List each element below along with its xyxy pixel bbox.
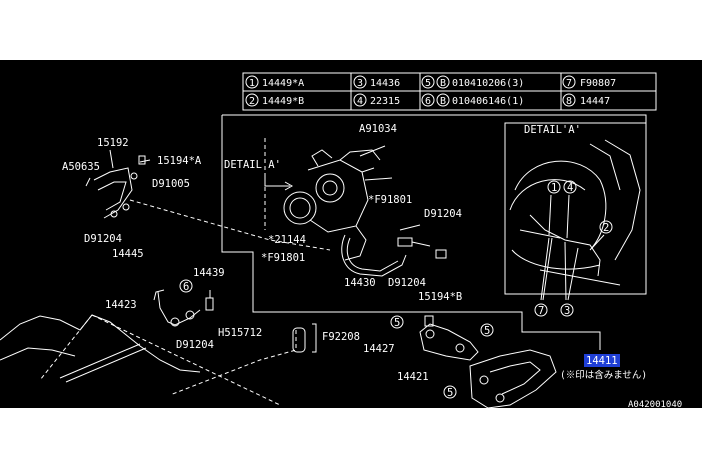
turbocharger-drawing	[283, 145, 393, 261]
callout-7: 7	[538, 305, 544, 317]
callout-3: 3	[564, 305, 570, 317]
part-labels: 15192 A50635 15194*A D91005 D91204 14445…	[62, 123, 682, 408]
legend-num: 4	[357, 96, 363, 107]
union-bolt	[435, 249, 447, 259]
label-d91204: D91204	[84, 233, 122, 245]
label-15194a: 15194*A	[157, 155, 202, 167]
bracket-14421	[469, 349, 557, 408]
label-detail-a-2: DETAIL'A'	[524, 124, 581, 136]
callout-circle	[480, 323, 494, 337]
oil-return-pipe	[59, 343, 141, 379]
label-a50635: A50635	[62, 161, 100, 173]
legend-num: 1	[249, 78, 255, 89]
diagram-svg: 1 14449*A 2 14449*B 3 14436 4 22315 5 B …	[0, 72, 682, 408]
selected-part-highlight[interactable]	[584, 354, 620, 367]
fastener-b-icon: B	[440, 96, 446, 107]
hose-h515712	[292, 327, 306, 353]
callout-5: 5	[447, 387, 453, 399]
hose-bracket	[312, 323, 317, 353]
label-h515712: H515712	[218, 327, 262, 339]
label-14439: 14439	[193, 267, 225, 279]
left-lower-assembly	[153, 289, 214, 327]
legend-num: 3	[357, 78, 363, 89]
label-d91204: D91204	[388, 277, 426, 289]
fastener-b-icon: B	[440, 78, 446, 89]
legend-part: 14449*A	[262, 78, 304, 89]
label-d91204: D91204	[424, 208, 462, 220]
label-d91005: D91005	[152, 178, 190, 190]
legend-part: 14449*B	[262, 96, 304, 107]
legend-num: 7	[566, 78, 572, 89]
leader	[109, 149, 114, 169]
callout-circle	[534, 303, 548, 317]
label-21144: *21144	[268, 234, 306, 246]
legend-table: 1 14449*A 2 14449*B 3 14436 4 22315 5 B …	[242, 72, 657, 111]
detail-a-frame	[504, 122, 647, 295]
label-14421: 14421	[397, 371, 429, 383]
label-f92208: F92208	[322, 331, 360, 343]
legend-num: 5	[425, 78, 431, 89]
left-upper-bracket	[85, 155, 151, 219]
callout-6: 6	[183, 281, 189, 293]
parts-diagram: 1 14449*A 2 14449*B 3 14436 4 22315 5 B …	[0, 60, 702, 408]
leader-line	[169, 330, 297, 396]
label-15194b: 15194*B	[418, 291, 462, 303]
detail-a-arrow	[264, 173, 290, 187]
legend-part: 14436	[370, 78, 400, 89]
transmission-outline	[0, 314, 201, 373]
callout-circle	[599, 220, 613, 234]
label-f91801: *F91801	[368, 194, 412, 206]
label-d91204: D91204	[176, 339, 214, 351]
oil-pipe-14430	[341, 234, 407, 277]
transmission-outline-2	[0, 347, 76, 361]
callout-1: 1	[551, 182, 557, 194]
assembly-frame	[221, 114, 647, 350]
diagram-code: A042001040	[628, 400, 682, 408]
legend-num: 2	[249, 96, 255, 107]
oil-return-pipe-2	[65, 347, 147, 383]
label-14411[interactable]: 14411	[586, 355, 618, 367]
pipe-bracket	[399, 224, 431, 247]
arrowhead	[284, 181, 294, 191]
label-14423: 14423	[105, 299, 137, 311]
detail-a-drawing	[509, 139, 641, 301]
legend-part: F90807	[580, 78, 616, 89]
bracket-14427	[419, 315, 479, 361]
legend-part: 14447	[580, 96, 610, 107]
label-f91801: *F91801	[261, 252, 305, 264]
callout-5: 5	[394, 317, 400, 329]
callout-circle	[179, 279, 193, 293]
oil-pipe-14430-inner	[346, 237, 399, 272]
callout-4: 4	[567, 182, 573, 194]
callout-2: 2	[603, 222, 609, 234]
banjo-fitting	[397, 237, 413, 247]
label-14427: 14427	[363, 343, 395, 355]
label-a91034: A91034	[359, 123, 397, 135]
label-14445: 14445	[112, 248, 144, 260]
legend-part: 010410206(3)	[452, 78, 524, 89]
legend-part: 22315	[370, 96, 400, 107]
label-15192: 15192	[97, 137, 129, 149]
legend-num: 6	[425, 96, 431, 107]
callout-circle	[563, 180, 577, 194]
legend-num: 8	[566, 96, 572, 107]
label-14430: 14430	[344, 277, 376, 289]
note-not-included: (※印は含みません)	[560, 369, 647, 381]
callout-circle	[547, 180, 561, 194]
callout-circle	[560, 303, 574, 317]
callout-circle	[390, 315, 404, 329]
legend-part: 010406146(1)	[452, 96, 524, 107]
callout-5: 5	[484, 325, 490, 337]
callout-circle	[443, 385, 457, 399]
label-detail-a: DETAIL'A'	[224, 159, 281, 171]
